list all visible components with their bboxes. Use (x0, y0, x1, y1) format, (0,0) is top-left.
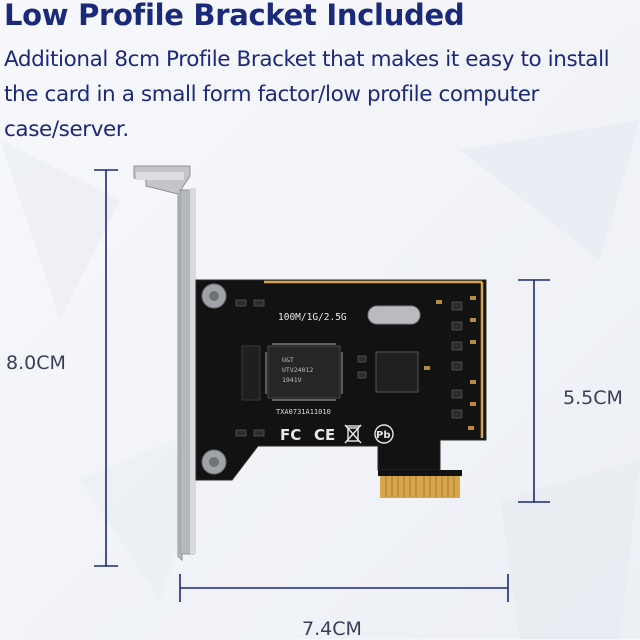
pcie-gold-fingers (378, 470, 462, 498)
height-dimension-line (94, 169, 118, 567)
speed-label: 100M/1G/2.5G (278, 312, 347, 323)
card-height-dimension-label: 5.5CM (563, 387, 623, 409)
pb-mark: Pb (376, 430, 391, 441)
chip-model: UTV24012 (282, 366, 313, 374)
width-dimension-line (179, 574, 509, 602)
weee-bin-icon (344, 424, 362, 444)
chip-top-line: U&T (282, 356, 294, 364)
fcc-mark: FC (280, 426, 301, 444)
description-text: Additional 8cm Profile Bracket that make… (4, 47, 610, 142)
ethernet-chip (265, 343, 343, 401)
certification-marks: FC CE Pb (280, 424, 394, 444)
card-height-dimension-line (518, 279, 550, 503)
width-dimension-label: 7.4CM (302, 618, 362, 640)
pcb-code: TXA0731A11010 (276, 408, 331, 416)
chip-code: 1941V (282, 376, 302, 384)
ce-mark: CE (314, 426, 335, 444)
page-title: Low Profile Bracket Included (4, 0, 465, 32)
pcb-board: 100M/1G/2.5G U&T UTV24012 1941V TXA0731A… (195, 279, 487, 498)
height-dimension-label: 8.0CM (6, 352, 66, 374)
lead-free-mark (374, 424, 394, 444)
